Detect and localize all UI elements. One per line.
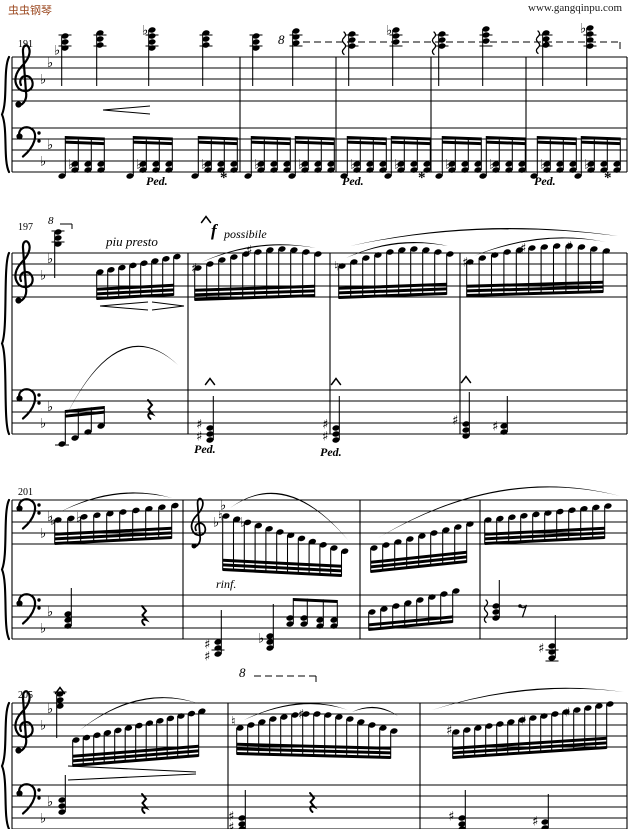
svg-text:♭: ♭ [258, 632, 264, 647]
svg-text:♯: ♯ [246, 244, 252, 259]
svg-text:♭: ♭ [47, 138, 53, 153]
pedal-release-mark: * [418, 170, 426, 186]
dynamic-text: rinf. [216, 577, 237, 591]
svg-text:♭: ♭ [142, 24, 148, 39]
site-logo-text: 虫虫钢琴 [8, 4, 52, 17]
svg-text:♭: ♭ [54, 44, 60, 59]
pedal-mark: Ped. [534, 174, 556, 188]
svg-text:♭: ♭ [40, 527, 46, 542]
svg-text:♯: ♯ [564, 706, 570, 721]
svg-text:♭: ♭ [47, 510, 53, 525]
svg-text:♯: ♯ [322, 418, 328, 433]
svg-text:♭: ♭ [47, 400, 53, 415]
svg-text:♭: ♭ [40, 269, 46, 284]
site-url-watermark: www.gangqinpu.com [528, 2, 622, 14]
svg-text:♯: ♯ [204, 650, 210, 665]
svg-text:♭: ♭ [47, 605, 53, 620]
svg-text:♭: ♭ [40, 73, 46, 88]
svg-text:♭: ♭ [445, 158, 451, 173]
svg-text:♭: ♭ [220, 499, 226, 514]
svg-text:♯: ♯ [204, 638, 210, 653]
svg-text:♮: ♮ [218, 510, 223, 525]
svg-text:♭: ♭ [47, 252, 53, 267]
measure-number: 197 [18, 222, 33, 233]
ottava-marking: 8 [239, 665, 246, 680]
svg-text:♭: ♭ [213, 516, 219, 531]
svg-text:♯: ♯ [492, 420, 498, 435]
svg-text:♯: ♯ [196, 418, 202, 433]
measure-number: 205 [18, 690, 33, 701]
pedal-mark: Ped. [342, 174, 364, 188]
tempo-marking: piu presto [106, 234, 158, 249]
svg-text:♭: ♭ [50, 514, 56, 529]
svg-text:♭: ♭ [76, 511, 82, 526]
svg-text:♭: ♭ [47, 56, 53, 71]
svg-text:♭: ♭ [489, 158, 495, 173]
pedal-mark: Ped. [146, 174, 168, 188]
pedal-release-mark: * [220, 170, 228, 186]
svg-text:♯: ♯ [228, 810, 234, 825]
svg-text:♭: ♭ [40, 417, 46, 432]
svg-text:♭: ♭ [40, 622, 46, 637]
svg-text:♭: ♭ [40, 812, 46, 827]
ottava-marking: 8 [48, 215, 54, 227]
svg-text:♯: ♯ [191, 262, 197, 277]
svg-text:♭: ♭ [394, 158, 400, 173]
svg-text:♯: ♯ [520, 242, 526, 257]
svg-text:♯: ♯ [452, 414, 458, 429]
svg-text:♭: ♭ [40, 719, 46, 734]
pedal-mark: Ped. [320, 445, 342, 459]
pedal-mark: Ped. [194, 442, 216, 456]
svg-text:♭: ♭ [40, 155, 46, 170]
svg-text:♭: ♭ [254, 158, 260, 173]
svg-text:♯: ♯ [538, 642, 544, 657]
measure-number: 201 [18, 487, 33, 498]
svg-text:♯: ♯ [520, 714, 526, 729]
svg-text:♭: ♭ [584, 158, 590, 173]
svg-text:♯: ♯ [566, 240, 572, 255]
svg-text:♭: ♭ [136, 158, 142, 173]
ottava-marking: 8 [278, 32, 285, 47]
svg-text:♭: ♭ [580, 22, 586, 37]
dynamic-text: possibile [224, 227, 267, 241]
svg-text:♭: ♭ [47, 795, 53, 810]
svg-text:♮: ♮ [334, 260, 339, 275]
dynamic-f: f [211, 221, 217, 240]
svg-text:♯: ♯ [298, 708, 304, 723]
measure-number: 191 [18, 39, 33, 50]
svg-text:♯: ♯ [228, 821, 234, 829]
svg-text:♭: ♭ [47, 702, 53, 717]
svg-text:♭: ♭ [201, 158, 207, 173]
svg-text:♯: ♯ [532, 815, 538, 829]
svg-text:♯: ♯ [322, 430, 328, 445]
svg-text:♯: ♯ [462, 256, 468, 271]
svg-text:♯: ♯ [196, 430, 202, 445]
svg-text:♭: ♭ [350, 158, 356, 173]
svg-text:♭: ♭ [68, 158, 74, 173]
svg-text:♭: ♭ [386, 24, 392, 39]
svg-text:♭: ♭ [540, 158, 546, 173]
svg-text:♭: ♭ [240, 516, 246, 531]
svg-text:♯: ♯ [448, 810, 454, 825]
pedal-release-mark: * [604, 170, 612, 186]
svg-text:♮: ♮ [231, 715, 236, 730]
svg-text:♭: ♭ [298, 158, 304, 173]
svg-text:♯: ♯ [446, 724, 452, 739]
